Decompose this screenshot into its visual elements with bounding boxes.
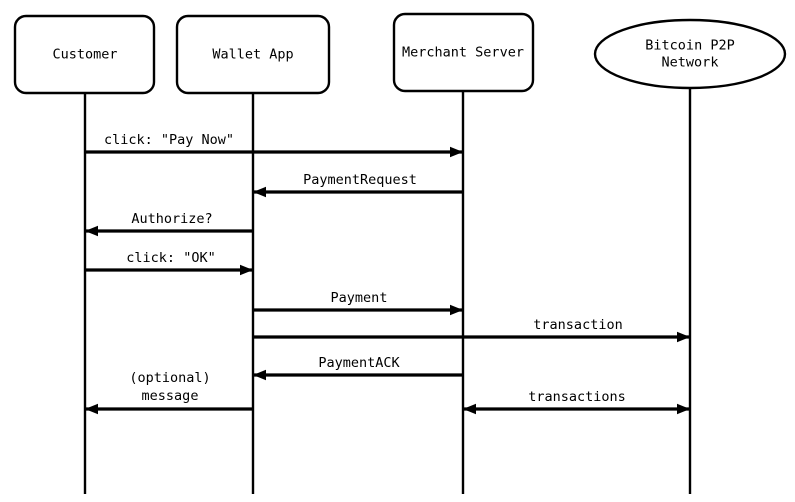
message-msg-click-ok[interactable]: click: "OK" xyxy=(85,250,253,276)
participant-label: Wallet App xyxy=(212,47,293,63)
message-msg-payment-request[interactable]: PaymentRequest xyxy=(253,172,463,198)
arrow-head-icon xyxy=(677,331,690,343)
message-label: Authorize? xyxy=(131,211,212,227)
participants-layer: Customer Wallet App Merchant Server Bitcoin… xyxy=(13,12,787,95)
message-msg-transactions[interactable]: transactions xyxy=(463,389,690,415)
arrow-head-icon xyxy=(85,225,98,237)
participant-wallet[interactable]: Wallet App xyxy=(175,14,331,95)
arrow-head-icon xyxy=(240,264,253,276)
participant-shape-rect xyxy=(392,12,535,93)
message-label: click: "OK" xyxy=(126,250,215,266)
message-msg-optional-message[interactable]: (optional)message xyxy=(85,370,253,415)
arrow-head-icon xyxy=(253,369,266,381)
message-label: transaction xyxy=(533,317,622,333)
participant-shape-rect xyxy=(13,14,156,95)
message-msg-payment[interactable]: Payment xyxy=(253,290,463,316)
participant-label: Customer xyxy=(52,47,117,63)
message-label: (optional)message xyxy=(129,370,210,404)
arrow-head-icon xyxy=(463,403,476,415)
message-label: PaymentRequest xyxy=(303,172,417,188)
messages-layer: click: "Pay Now" PaymentRequestAuthorize?… xyxy=(85,132,690,415)
message-msg-click-pay-now[interactable]: click: "Pay Now" xyxy=(85,132,463,158)
message-msg-payment-ack[interactable]: PaymentACK xyxy=(253,355,463,381)
arrow-head-icon xyxy=(450,304,463,316)
participant-customer[interactable]: Customer xyxy=(13,14,156,95)
participant-shape-ellipse xyxy=(593,18,787,90)
arrow-head-icon xyxy=(677,403,690,415)
arrow-head-icon xyxy=(253,186,266,198)
message-msg-transaction[interactable]: transaction xyxy=(253,317,690,343)
participant-label: Merchant Server xyxy=(402,45,524,61)
message-label: transactions xyxy=(528,389,626,405)
arrow-head-icon xyxy=(450,146,463,158)
message-label: click: "Pay Now" xyxy=(104,132,234,148)
arrow-head-icon xyxy=(85,403,98,415)
participant-merchant[interactable]: Merchant Server xyxy=(392,12,535,93)
lifelines-layer xyxy=(83,88,692,494)
message-msg-authorize[interactable]: Authorize? xyxy=(85,211,253,237)
message-label: Payment xyxy=(331,290,388,306)
message-label: PaymentACK xyxy=(318,355,400,371)
participant-shape-rect xyxy=(175,14,331,95)
